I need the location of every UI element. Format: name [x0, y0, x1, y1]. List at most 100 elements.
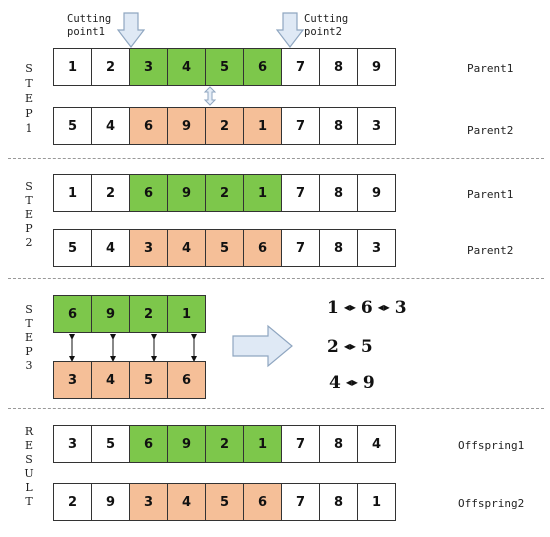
step-label-letter: T — [25, 495, 33, 508]
gene-cell: 9 — [167, 107, 206, 145]
cutting-point1-arrow-icon — [117, 12, 145, 48]
gene-cell: 2 — [53, 483, 92, 521]
gene-cell: 8 — [319, 425, 358, 463]
gene-cell: 6 — [243, 483, 282, 521]
gene-cell: 3 — [357, 107, 396, 145]
step-label-letter: S — [25, 62, 33, 75]
step-label-letter: R — [24, 425, 34, 438]
gene-cell: 1 — [53, 174, 92, 212]
gene-cell: 2 — [129, 295, 168, 333]
gene-cell: 6 — [53, 295, 92, 333]
step-label-letter: S — [25, 180, 33, 193]
mapping-2-a: 2 — [327, 337, 339, 357]
gene-cell: 1 — [167, 295, 206, 333]
gene-cell: 7 — [281, 48, 320, 86]
gene-cell: 3 — [53, 361, 92, 399]
gene-cell: 4 — [167, 48, 206, 86]
gene-cell: 4 — [167, 229, 206, 267]
mapping-2-b: 5 — [360, 337, 373, 357]
cutting-point1-label: Cutting point1 — [67, 13, 112, 38]
mapping-1-b: 6 — [360, 298, 373, 318]
step-label-letter: E — [24, 92, 34, 105]
gene-cell: 1 — [243, 174, 282, 212]
gene-cell: 4 — [91, 229, 130, 267]
gene-cell: 8 — [319, 229, 358, 267]
gene-cell: 9 — [167, 174, 206, 212]
gene-cell: 8 — [319, 174, 358, 212]
step1-parent1-label: Parent1 — [467, 62, 514, 75]
gene-cell: 8 — [319, 48, 358, 86]
gene-cell: 8 — [319, 107, 358, 145]
step-label-letter: E — [24, 331, 34, 344]
mapping-3-a: 4 — [329, 373, 341, 393]
step-label-letter: P — [25, 222, 33, 235]
step-label-letter: P — [25, 345, 33, 358]
gene-cell: 3 — [129, 229, 168, 267]
step-label-letter: 2 — [25, 236, 33, 249]
mapping-1-a: 1 — [327, 298, 339, 318]
gene-cell: 4 — [91, 361, 130, 399]
gene-cell: 9 — [357, 48, 396, 86]
step3-link-arrows — [69, 334, 197, 362]
big-right-arrow-icon — [232, 324, 293, 368]
gene-cell: 5 — [53, 107, 92, 145]
gene-cell: 3 — [357, 229, 396, 267]
gene-cell: 7 — [281, 107, 320, 145]
mapping-row-3: 4◂▸9 — [329, 373, 375, 393]
step-label-letter: P — [25, 107, 33, 120]
step-label-letter: T — [25, 194, 33, 207]
step-label-letter: S — [25, 453, 33, 466]
step-label-letter: 3 — [25, 359, 33, 372]
gene-cell: 6 — [129, 174, 168, 212]
divider-3 — [8, 408, 544, 409]
gene-cell: 3 — [129, 483, 168, 521]
gene-cell: 7 — [281, 425, 320, 463]
gene-cell: 1 — [243, 107, 282, 145]
gene-cell: 3 — [129, 48, 168, 86]
gene-cell: 4 — [357, 425, 396, 463]
swap-arrow-icon — [203, 86, 217, 106]
gene-cell: 6 — [243, 229, 282, 267]
cutting-point2-label: Cutting point2 — [304, 13, 349, 38]
divider-2 — [8, 278, 544, 279]
cutting-point2-arrow-icon — [276, 12, 304, 48]
step1-parent2-label: Parent2 — [467, 124, 514, 137]
double-arrow-icon: ◂▸ — [377, 300, 390, 314]
mapping-3-b: 9 — [362, 373, 375, 393]
step-label-letter: E — [24, 439, 34, 452]
gene-cell: 7 — [281, 174, 320, 212]
step-label-letter: T — [25, 317, 33, 330]
gene-cell: 6 — [167, 361, 206, 399]
gene-cell: 6 — [129, 425, 168, 463]
step-label-letter: U — [24, 467, 34, 480]
gene-cell: 1 — [53, 48, 92, 86]
gene-cell: 5 — [129, 361, 168, 399]
step-label-letter: T — [25, 77, 33, 90]
gene-cell: 2 — [91, 48, 130, 86]
gene-cell: 4 — [91, 107, 130, 145]
step-label-letter: S — [25, 303, 33, 316]
step-label-letter: 1 — [25, 122, 33, 135]
gene-cell: 9 — [91, 295, 130, 333]
step2-parent1-label: Parent1 — [467, 188, 514, 201]
gene-cell: 8 — [319, 483, 358, 521]
gene-cell: 4 — [167, 483, 206, 521]
gene-cell: 7 — [281, 483, 320, 521]
gene-cell: 5 — [205, 229, 244, 267]
gene-cell: 3 — [53, 425, 92, 463]
step2-parent2-label: Parent2 — [467, 244, 514, 257]
step-label-letter: E — [24, 208, 34, 221]
gene-cell: 9 — [167, 425, 206, 463]
gene-cell: 9 — [357, 174, 396, 212]
gene-cell: 2 — [205, 425, 244, 463]
mapping-row-1: 1◂▸6◂▸3 — [327, 298, 407, 318]
gene-cell: 5 — [205, 483, 244, 521]
